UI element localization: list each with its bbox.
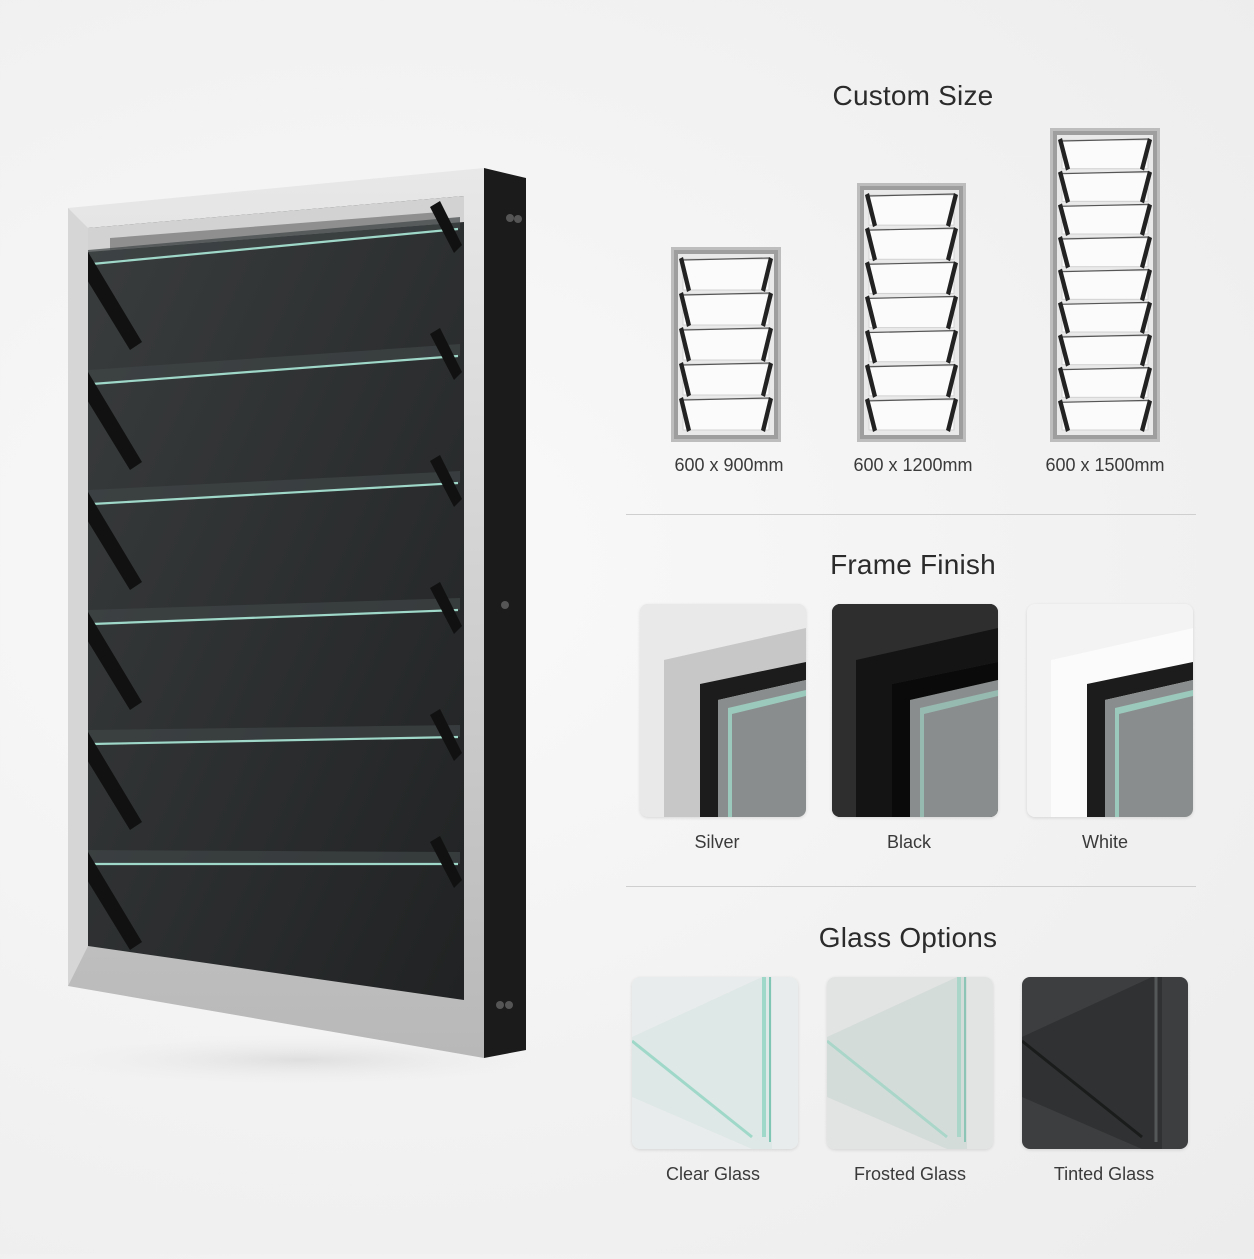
- mini-louver: [868, 331, 955, 363]
- mini-louver: [868, 194, 955, 226]
- glass-label-clear: Clear Glass: [665, 1164, 761, 1184]
- mini-louver: [1061, 302, 1149, 333]
- finish-label-silver: Silver: [694, 832, 740, 852]
- mini-louver: [1061, 368, 1149, 398]
- louver-clip-right: [430, 328, 462, 380]
- glass-label-frosted: Frosted Glass: [853, 1164, 967, 1184]
- mini-louver: [868, 399, 955, 431]
- louver-edge: [91, 227, 459, 266]
- mini-louver: [1061, 335, 1149, 366]
- mini-louver: [682, 398, 770, 431]
- louver-clip-right: [430, 709, 462, 761]
- custom-size-title: Custom Size: [832, 80, 994, 111]
- mini-louver: [682, 293, 770, 326]
- mini-louver: [1061, 139, 1149, 170]
- louver-clip-right: [430, 836, 462, 888]
- size-label-600x1500: 600 x 1500mm: [1045, 455, 1165, 475]
- glass-area: [88, 196, 464, 1000]
- size-option-600x900[interactable]: [671, 247, 781, 442]
- divider-1: [626, 514, 1196, 515]
- size-label-600x900: 600 x 900mm: [674, 455, 784, 475]
- louver-edge: [91, 608, 459, 626]
- glass-tile-frosted[interactable]: [827, 977, 993, 1149]
- finish-tile-white[interactable]: [1027, 604, 1193, 817]
- louver-window-illustration: [40, 168, 560, 1086]
- mini-louver: [868, 262, 955, 294]
- louver-edge: [91, 481, 459, 506]
- mini-louver: [1061, 237, 1149, 268]
- mini-louver: [868, 365, 955, 397]
- glass-options-title: Glass Options: [818, 922, 998, 953]
- glass-tile-tinted[interactable]: [1022, 977, 1188, 1149]
- size-option-600x1200[interactable]: [857, 183, 966, 442]
- mini-louver: [1061, 270, 1149, 300]
- product-window-image: [0, 0, 600, 1254]
- louver-clip-right: [430, 582, 462, 634]
- finish-tile-silver[interactable]: [640, 604, 806, 817]
- frame-side-panel: [484, 168, 526, 1058]
- size-label-600x1200: 600 x 1200mm: [853, 455, 973, 475]
- frame-finish-title: Frame Finish: [830, 549, 996, 580]
- finish-label-white: White: [1081, 832, 1128, 852]
- size-option-600x1500[interactable]: [1050, 128, 1160, 442]
- finish-tile-black[interactable]: [832, 604, 998, 817]
- louver-clip-right: [430, 201, 462, 253]
- mini-louver: [682, 258, 770, 291]
- glass-tile-clear[interactable]: [632, 977, 798, 1149]
- divider-2: [626, 886, 1196, 887]
- louver-clip-right: [430, 455, 462, 507]
- mini-louver: [1061, 172, 1149, 202]
- glass-label-tinted: Tinted Glass: [1053, 1164, 1155, 1184]
- mini-louver: [868, 296, 955, 329]
- mini-louver: [868, 228, 955, 260]
- mini-louver: [682, 363, 770, 396]
- louver-edge: [91, 354, 459, 386]
- finish-label-black: Black: [886, 832, 931, 852]
- mini-louver: [1061, 400, 1149, 431]
- mini-louver: [1061, 204, 1149, 235]
- mini-louver: [682, 328, 770, 361]
- louver-edge: [91, 735, 459, 746]
